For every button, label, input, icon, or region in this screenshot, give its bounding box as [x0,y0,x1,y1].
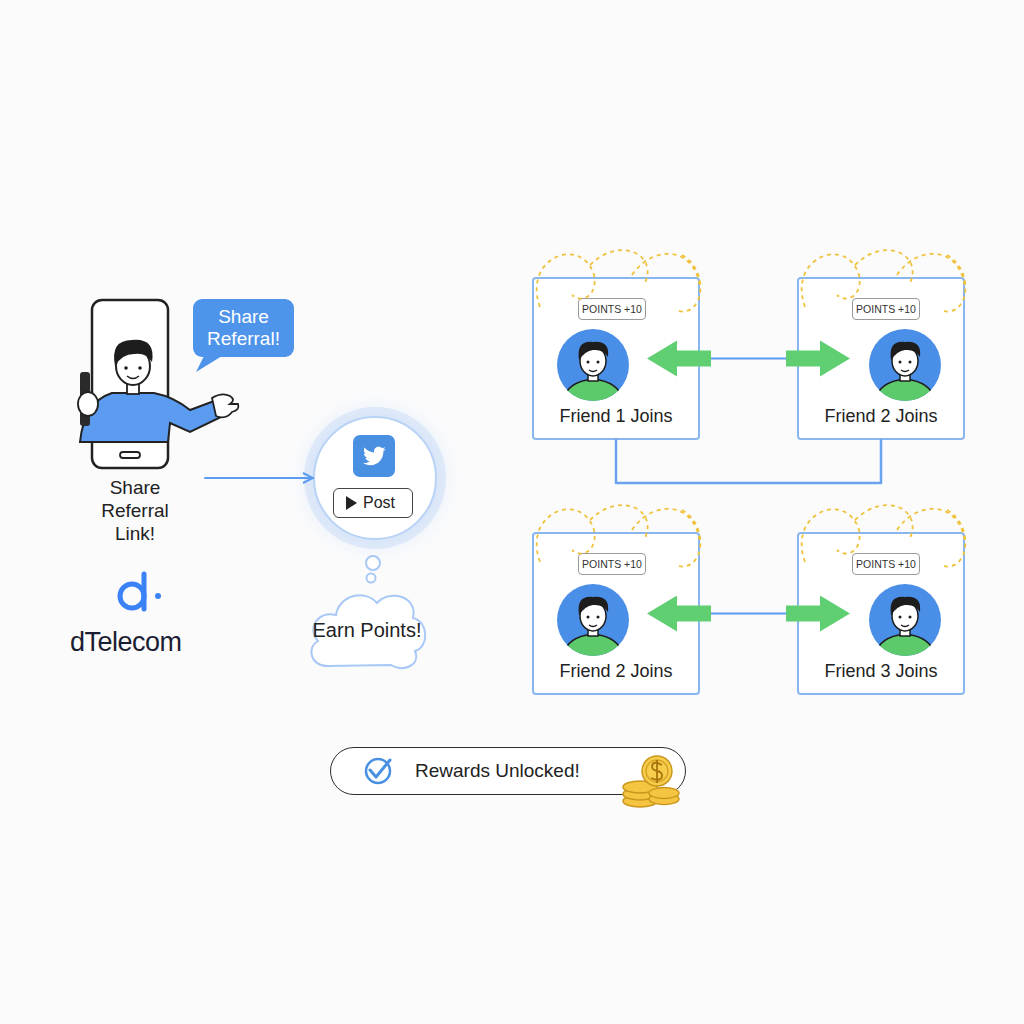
bird-icon [363,447,386,465]
person-head [116,347,150,385]
share-circle: Post [313,416,437,540]
home-button [120,452,140,458]
bubble-text: Share Referral! [193,299,294,357]
person-neck [127,378,139,394]
friend-avatar [557,584,629,660]
friend-avatar [869,584,941,660]
logo-mark [120,574,161,609]
rewards-pill: Rewards Unlocked! [330,747,686,795]
friend-box: Friend 1 Joins POINTS +10 [532,277,700,440]
friend-label: Friend 1 Joins [534,405,698,427]
check-circle [366,759,390,783]
play-symbol [346,496,357,510]
thought-dot [366,556,380,570]
link-bracket [616,440,881,483]
points-text: POINTS +10 [853,554,919,574]
open-hand [212,394,238,417]
points-text: POINTS +10 [579,554,645,574]
friend-box: Friend 3 Joins POINTS +10 [797,532,965,695]
points-text: POINTS +10 [853,299,919,319]
phone-illustration: Share Referral Link! [65,298,205,548]
held-phone-edge [80,372,90,426]
points-text: POINTS +10 [579,299,645,319]
person-shirt [80,393,221,442]
friend-label: Friend 2 Joins [799,405,963,427]
points-tag: POINTS +10 [578,553,646,575]
friend-label: Friend 2 Joins [534,660,698,682]
sparkle-loops [537,505,701,566]
caption-text: Share Referral Link! [87,476,183,545]
thought-dot [367,574,376,583]
person-hair [114,340,152,366]
flow-arrow [205,477,313,479]
friend-avatar [557,329,629,405]
post-button: Post [333,488,413,518]
friend-label: Friend 3 Joins [799,660,963,682]
friend-avatar [869,329,941,405]
bubble-tail [196,356,222,372]
speech-bubble: Share Referral! [193,299,294,357]
friend-box: Friend 2 Joins POINTS +10 [532,532,700,695]
friend-box: Friend 2 Joins POINTS +10 [797,277,965,440]
eye [124,366,128,370]
smile [127,376,139,379]
bird-icon-tile [353,435,395,477]
eye [138,366,142,370]
sparkle-loops [537,250,701,311]
phone-frame [92,300,168,468]
sparkle-loops [802,505,966,566]
coin-stack [623,756,679,807]
exchange-arrow [700,358,797,360]
thought-cloud: Earn Points! [303,582,431,672]
points-tag: POINTS +10 [852,553,920,575]
holding-hand [78,392,98,416]
logo-wordmark: dTelecom [70,627,182,658]
person-with-phone [78,300,238,468]
exchange-arrow [700,613,797,615]
check-mark [370,760,390,777]
points-tag: POINTS +10 [578,298,646,320]
cloud-text: Earn Points! [303,582,431,672]
rewards-text: Rewards Unlocked! [415,748,580,793]
points-tag: POINTS +10 [852,298,920,320]
sparkle-loops [802,250,966,311]
